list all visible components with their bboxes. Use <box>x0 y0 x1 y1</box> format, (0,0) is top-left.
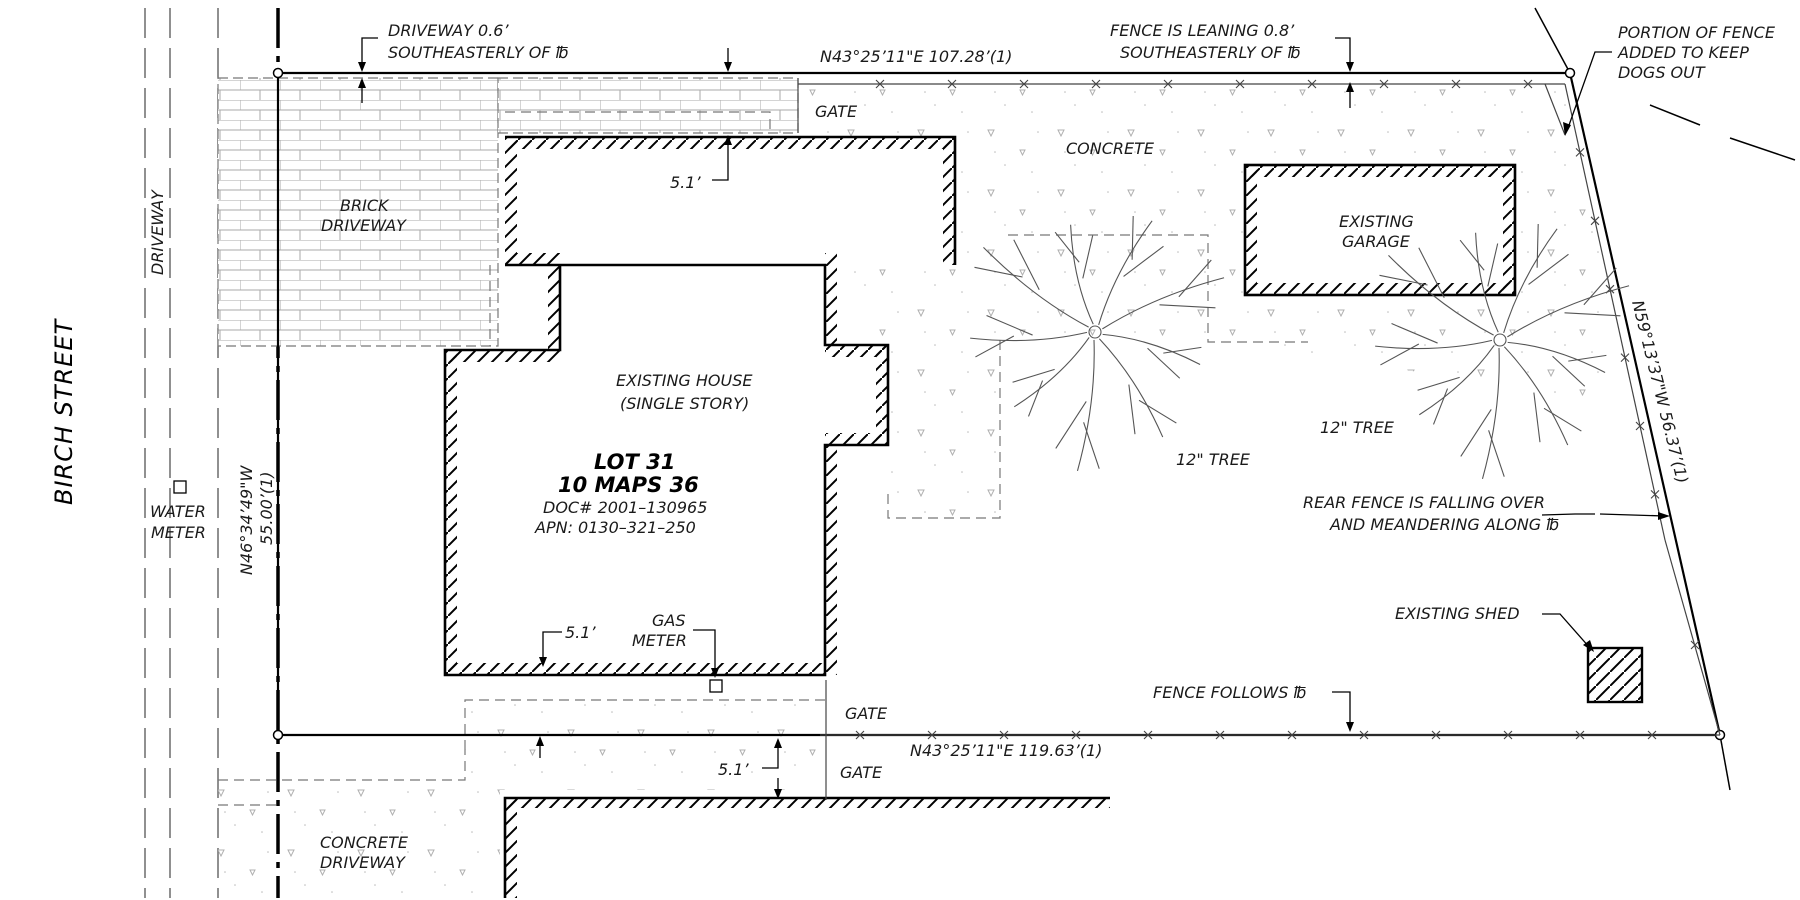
driveway-offset-note-line1: DRIVEWAY 0.6’ <box>388 21 509 40</box>
brick-driveway-label-line1: BRICK <box>340 196 390 215</box>
concrete-label: CONCRETE <box>1066 139 1155 158</box>
existing-garage-label-line1: EXISTING <box>1339 212 1414 231</box>
portion-fence-note-line1: PORTION OF FENCE <box>1618 23 1776 42</box>
existing-house-label-line2: (SINGLE STORY) <box>620 394 749 413</box>
gas-meter-label-line2: METER <box>632 631 687 650</box>
gas-meter-icon <box>709 679 723 693</box>
gate-label-top: GATE <box>815 102 858 121</box>
lot-title-line2: 10 MAPS 36 <box>558 473 699 497</box>
existing-garage <box>1243 163 1517 297</box>
portion-fence-note-line3: DOGS OUT <box>1618 63 1706 82</box>
gas-meter-label-line1: GAS <box>652 611 686 630</box>
existing-shed <box>1586 646 1644 704</box>
rear-fence-note-line1: REAR FENCE IS FALLING OVER <box>1303 493 1545 512</box>
tree-symbol-1 <box>970 215 1225 472</box>
setback-label-south: 5.1’ <box>718 760 749 779</box>
portion-fence-note-line2: ADDED TO KEEP <box>1617 43 1749 62</box>
rear-fence-note-line2: AND MEANDERING ALONG ℔ <box>1329 515 1559 534</box>
concrete-driveway-label-line1: CONCRETE <box>320 833 409 852</box>
east-bearing: N59°13’37"W 56.37’(1) <box>1628 298 1692 485</box>
gate-lines <box>797 78 827 800</box>
fence-leaning-note-line2: SOUTHEASTERLY OF ℔ <box>1120 43 1301 62</box>
north-bearing: N43°25’11"E 107.28’(1) <box>820 47 1012 66</box>
gate-label-bottom-1: GATE <box>845 704 888 723</box>
setback-label-bottom: 5.1’ <box>565 623 596 642</box>
setback-label-top: 5.1’ <box>670 173 701 192</box>
gate-label-bottom-2: GATE <box>840 763 883 782</box>
south-bearing: N43°25’11"E 119.63’(1) <box>910 741 1102 760</box>
flatwork-outlines <box>218 111 1308 806</box>
tree-label-2: 12" TREE <box>1320 418 1395 437</box>
existing-house-label-line1: EXISTING HOUSE <box>616 371 753 390</box>
existing-garage-label-line2: GARAGE <box>1342 232 1411 251</box>
water-meter-icon <box>173 480 187 494</box>
brick-driveway-area <box>217 77 499 347</box>
fence-follows-note: FENCE FOLLOWS ℔ <box>1153 683 1307 702</box>
existing-house <box>443 135 957 677</box>
west-bearing-line1: N46°34’49"W <box>237 465 256 575</box>
driveway-vertical-label: DRIVEWAY <box>148 189 167 275</box>
street-name: BIRCH STREET <box>50 317 78 505</box>
neighbor-wall <box>503 796 1110 898</box>
lot-title-line1: LOT 31 <box>594 450 675 474</box>
concrete-driveway-label-line2: DRIVEWAY <box>320 853 406 872</box>
tree-label-1: 12" TREE <box>1176 450 1251 469</box>
west-bearing-line2: 55.00’(1) <box>257 471 276 545</box>
driveway-offset-note-line2: SOUTHEASTERLY OF ℔ <box>388 43 569 62</box>
existing-shed-label: EXISTING SHED <box>1395 604 1520 623</box>
water-meter-label-line1: WATER <box>150 502 206 521</box>
leader-lines <box>358 37 1670 799</box>
water-meter-label-line2: METER <box>151 523 206 542</box>
lot-doc-number: DOC# 2001–130965 <box>543 498 707 517</box>
brick-driveway-label-line2: DRIVEWAY <box>321 216 407 235</box>
lot-apn: APN: 0130–321–250 <box>534 518 696 537</box>
fence-lines <box>798 79 1721 740</box>
tree-symbol-2 <box>1375 223 1630 480</box>
fence-leaning-note-line1: FENCE IS LEANING 0.8’ <box>1110 21 1295 40</box>
